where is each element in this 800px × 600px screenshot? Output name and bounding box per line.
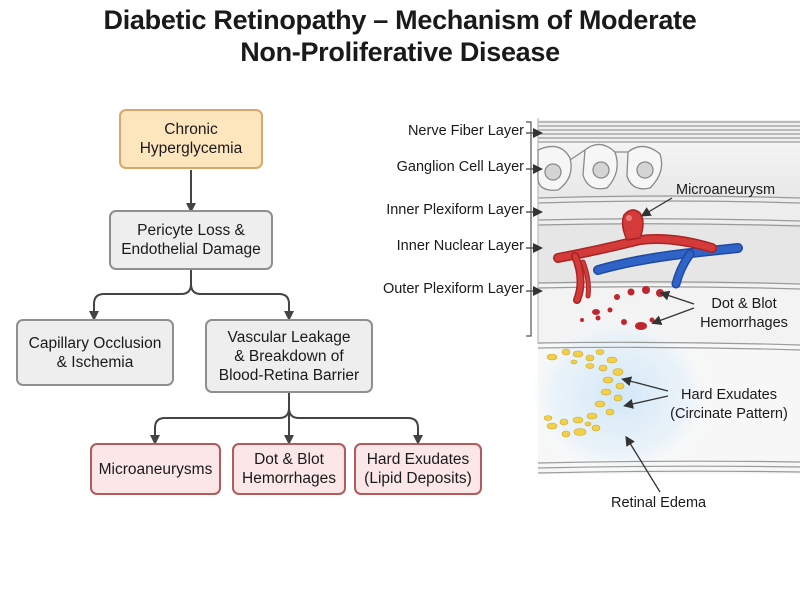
- annotation-hemorrhages-line-1: Dot & Blot: [711, 296, 777, 312]
- annotation-hemorrhages-line-2: Hemorrhages: [700, 315, 788, 331]
- layer-nerve-fiber-band: [538, 120, 800, 142]
- label-inner-nuclear-layer: Inner Nuclear Layer: [396, 238, 524, 254]
- title-line-1: Diabetic Retinopathy – Mechanism of Mode…: [103, 5, 697, 35]
- box-chronic-hyperglycemia: Chronic Hyperglycemia: [119, 109, 263, 169]
- connector-level2-split: [93, 270, 192, 314]
- annotation-retinal-edema: Retinal Edema: [611, 495, 707, 511]
- retinal-artery: [553, 234, 717, 304]
- annotation-exudates-line-1: Hard Exudates: [681, 387, 777, 403]
- arrow-hemorrhage-b: [651, 307, 695, 325]
- box-capillary-occlusion: Capillary Occlusion & Ischemia: [16, 319, 174, 386]
- arrow-exudate-a: [621, 376, 669, 392]
- retinal-vein: [593, 243, 743, 289]
- ganglion-cells: [537, 143, 663, 191]
- box-outcome-microaneurysms: Microaneurysms: [90, 443, 221, 495]
- annotation-hard-exudates: Hard Exudates (Circinate Pattern): [661, 386, 797, 424]
- arrow-hemorrhage-a: [659, 290, 695, 305]
- arrow-edema: [625, 435, 661, 493]
- label-nerve-fiber-layer: Nerve Fiber Layer: [407, 123, 524, 139]
- microaneurysm-sac: [621, 209, 644, 241]
- box-pericyte-loss: Pericyte Loss & Endothelial Damage: [109, 210, 273, 270]
- label-inner-plexiform-layer: Inner Plexiform Layer: [386, 202, 524, 218]
- label-ganglion-cell-layer: Ganglion Cell Layer: [396, 159, 524, 175]
- annotation-exudates-line-2: (Circinate Pattern): [670, 406, 788, 422]
- box-outcome-hemorrhages: Dot & Blot Hemorrhages: [232, 443, 346, 495]
- title-line-2: Non-Proliferative Disease: [240, 37, 560, 67]
- box-outcome-hard-exudates: Hard Exudates (Lipid Deposits): [354, 443, 482, 495]
- annotation-microaneurysm: Microaneurysm: [676, 182, 776, 198]
- label-outer-plexiform-layer: Outer Plexiform Layer: [382, 281, 524, 297]
- arrow-microaneurysm: [640, 197, 673, 217]
- arrow-exudate-b: [623, 395, 669, 409]
- box-vascular-leakage: Vascular Leakage & Breakdown of Blood-Re…: [205, 319, 373, 393]
- annotation-hemorrhages: Dot & Blot Hemorrhages: [694, 295, 794, 333]
- layer-ganglion-band: [538, 142, 800, 198]
- page-title: Diabetic Retinopathy – Mechanism of Mode…: [0, 4, 800, 68]
